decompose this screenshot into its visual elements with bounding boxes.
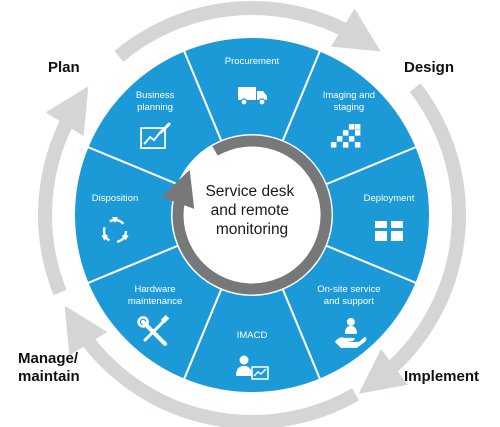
hand-person-icon xyxy=(334,317,367,348)
truck-icon xyxy=(238,87,267,106)
boxes-icon xyxy=(375,221,403,241)
center-title: Service desk and remote monitoring xyxy=(205,183,298,238)
phase-manage-line-2: maintain xyxy=(18,368,80,385)
phase-manage-line-1: Manage/ xyxy=(18,350,79,367)
segment-label-line: Imaging and xyxy=(323,90,375,101)
outer-arrow-plan-to-design xyxy=(114,1,381,62)
segment-label-line: Procurement xyxy=(225,56,280,67)
segment-label-line: Deployment xyxy=(364,193,415,204)
segment-label-line: planning xyxy=(137,102,173,113)
phase-implement: Implement xyxy=(404,368,479,385)
segment-label: Disposition xyxy=(92,193,138,204)
center-line-2: and remote xyxy=(211,202,289,219)
segment-imacd: IMACD xyxy=(182,287,322,394)
segment-label-line: On-site service xyxy=(317,284,380,295)
segment-wedge xyxy=(86,49,223,186)
center-circle xyxy=(174,137,330,293)
segment-label: Deployment xyxy=(364,193,415,204)
center-line-3: monitoring xyxy=(216,221,288,238)
outer-arrow-implement-to-manage xyxy=(64,305,359,427)
phase-plan: Plan xyxy=(48,59,80,76)
segment-label-line: staging xyxy=(334,102,365,113)
checker-icon xyxy=(330,124,361,148)
center-cycle-arrow xyxy=(161,135,332,295)
segment-label: Procurement xyxy=(225,56,280,67)
segment-label-line: Hardware xyxy=(135,284,176,295)
phase-manage-maintain: Manage/ maintain xyxy=(18,350,82,385)
phase-design: Design xyxy=(404,59,454,76)
outer-arrow-design-to-implement xyxy=(358,83,466,394)
segment-label-line: Disposition xyxy=(92,193,138,204)
center-line-1: Service desk xyxy=(205,183,294,200)
recycle-icon xyxy=(101,217,129,244)
center-hub: Service desk and remote monitoring xyxy=(161,135,332,295)
segment-label: IMACD xyxy=(237,330,268,341)
person-chart-icon xyxy=(236,355,269,380)
chart-icon xyxy=(140,122,171,150)
outer-cycle-arrows xyxy=(38,1,466,427)
outer-arrow-manage-to-plan xyxy=(38,86,89,296)
tools-icon xyxy=(137,314,170,346)
segment-label-line: maintenance xyxy=(128,296,182,307)
segment-label-line: IMACD xyxy=(237,330,268,341)
segment-label-line: and support xyxy=(324,296,375,307)
segment-label-line: Business xyxy=(136,90,175,101)
